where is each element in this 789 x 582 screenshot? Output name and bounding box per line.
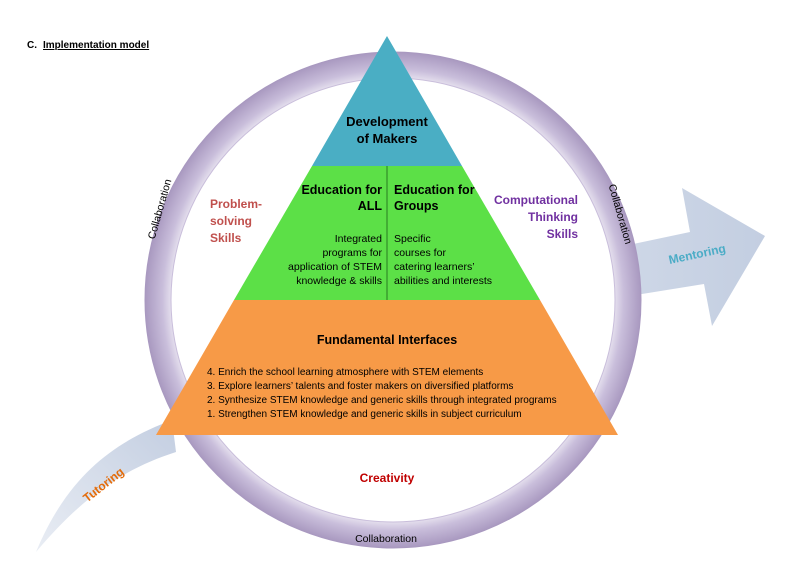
base-item-3: 3. Explore learners’ talents and foster …: [207, 381, 513, 392]
problem-solving-line2: solving: [210, 214, 252, 228]
education-groups-desc-4: abilities and interests: [394, 275, 492, 287]
problem-solving-line3: Skills: [210, 231, 242, 245]
base-item-1: 1. Strengthen STEM knowledge and generic…: [207, 409, 522, 420]
education-all-desc-4: knowledge & skills: [296, 275, 382, 287]
computational-line2: Thinking: [528, 210, 578, 224]
education-all-desc-1: Integrated: [335, 233, 382, 245]
top-label-line1: Development: [346, 114, 428, 129]
section-heading: C. Implementation model: [27, 40, 149, 51]
education-groups-title-line2: Groups: [394, 199, 438, 213]
base-item-4: 4. Enrich the school learning atmosphere…: [207, 367, 483, 378]
top-label-line2: of Makers: [357, 131, 418, 146]
education-groups-title-line1: Education for: [394, 183, 475, 197]
pyramid-top: [312, 36, 462, 166]
computational-line3: Skills: [547, 227, 579, 241]
section-letter: C.: [27, 40, 37, 51]
education-all-title-line2: ALL: [358, 199, 383, 213]
collaboration-bottom-label: Collaboration: [355, 533, 417, 545]
pyramid-base: [156, 300, 618, 435]
education-all-title-line1: Education for: [301, 183, 382, 197]
education-groups-desc-1: Specific: [394, 233, 431, 245]
computational-line1: Computational: [494, 193, 578, 207]
problem-solving-line1: Problem-: [210, 197, 262, 211]
base-title: Fundamental Interfaces: [317, 333, 457, 347]
education-groups-desc-2: courses for: [394, 247, 446, 259]
creativity-label: Creativity: [360, 471, 415, 485]
section-title: Implementation model: [43, 40, 150, 51]
base-item-2: 2. Synthesize STEM knowledge and generic…: [207, 395, 557, 406]
education-all-desc-3: application of STEM: [288, 261, 382, 273]
tutoring-arrow: [36, 420, 176, 552]
education-all-desc-2: programs for: [322, 247, 382, 259]
education-groups-desc-3: catering learners’: [394, 261, 475, 273]
